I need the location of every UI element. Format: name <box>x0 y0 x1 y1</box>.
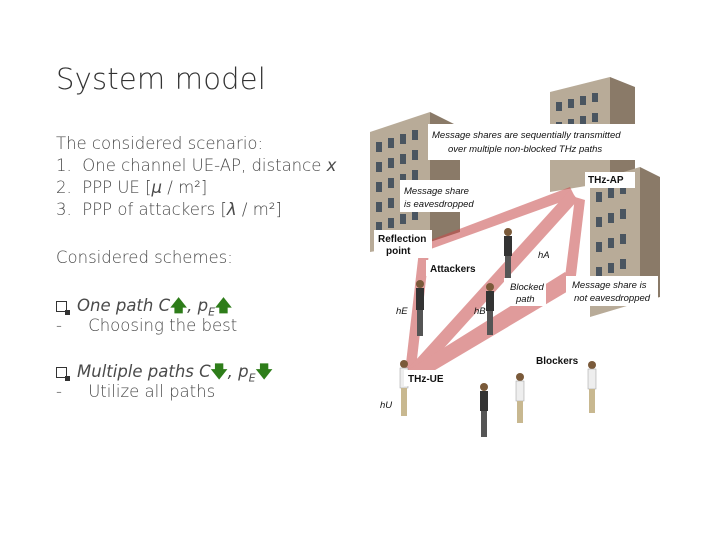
arrow-down-icon: 🡇 <box>210 362 228 381</box>
label-hU: hU <box>380 400 392 411</box>
scheme-2-sep: , p <box>227 362 249 381</box>
ap-callout <box>585 172 635 188</box>
scheme-2: Multiple paths C🡇, pE🡇 <box>56 360 273 388</box>
scenario-item-1: 1. One channel UE-AP, distance x <box>56 156 336 175</box>
scenario-heading: The considered scenario: <box>56 134 264 153</box>
label-reflection-2: point <box>386 246 411 257</box>
reflection-callout <box>374 230 432 258</box>
label-ap: THz-AP <box>588 175 624 186</box>
dash-bullet: - <box>56 316 62 335</box>
not-eaves-callout <box>566 276 658 306</box>
scheme-1-sep: , p <box>187 296 209 315</box>
label-hA: hA <box>538 250 550 261</box>
item-number: 1. <box>56 156 72 175</box>
slide-title: System model <box>56 62 267 96</box>
blocked-callout <box>504 278 546 306</box>
scheme-2-sub: E <box>248 371 256 385</box>
label-ue: THz-UE <box>408 374 444 385</box>
item-variable: λ <box>226 200 237 219</box>
label-top-1: Message shares are sequentially transmit… <box>432 130 621 141</box>
checkbox-bullet-icon <box>56 301 70 315</box>
item-number: 2. <box>56 178 72 197</box>
scheme-2-title: Multiple paths C <box>77 362 211 381</box>
scheme-1-title: One path C <box>77 296 171 315</box>
label-hB: hB <box>474 306 486 317</box>
label-attackers: Attackers <box>430 264 476 275</box>
label-blocked-2: path <box>515 294 535 305</box>
ue-figure-icon <box>399 360 409 416</box>
item-tail: / m²] <box>236 200 282 219</box>
label-top-2: over multiple non-blocked THz paths <box>448 144 602 155</box>
attacker-figure-icon <box>416 280 424 336</box>
item-text: One channel UE-AP, distance <box>82 156 327 175</box>
scheme-1: One path C🡅, pE🡅 <box>56 294 232 322</box>
scheme-1-detail: - Choosing the best <box>56 316 237 335</box>
dash-bullet: - <box>56 382 62 401</box>
label-blocked-1: Blocked <box>510 282 545 293</box>
item-number: 3. <box>56 200 72 219</box>
scheme-1-sub: E <box>208 305 216 319</box>
label-not-eaves-2: not eavesdropped <box>574 293 651 304</box>
attacker-figure-icon <box>486 283 494 335</box>
arrow-down-icon: 🡇 <box>255 362 273 381</box>
system-figure: Message shares are sequentially transmit… <box>370 77 660 437</box>
scheme-2-detail: - Utilize all paths <box>56 382 215 401</box>
scenario-item-2: 2. PPP UE [μ / m²] <box>56 178 207 197</box>
item-variable: μ <box>151 178 163 197</box>
attacker-figure-icon <box>480 383 488 437</box>
attackers-callout <box>426 260 486 276</box>
attacker-figure-icon <box>504 228 512 278</box>
label-eaves-2: is eavesdropped <box>404 199 474 210</box>
item-tail: / m²] <box>162 178 208 197</box>
scenario-item-3: 3. PPP of attackers [λ / m²] <box>56 200 282 219</box>
eaves-callout <box>400 180 488 212</box>
label-hE: hE <box>396 306 408 317</box>
top-callout <box>428 124 638 160</box>
label-not-eaves-1: Message share is <box>572 280 647 291</box>
blocker-figure-icon <box>587 361 597 413</box>
label-reflection-1: Reflection <box>378 234 426 245</box>
ue-callout <box>404 370 454 386</box>
schemes-heading: Considered schemes: <box>56 248 233 267</box>
arrow-up-icon: 🡅 <box>170 296 188 315</box>
label-eaves-1: Message share <box>404 186 469 197</box>
checkbox-bullet-icon <box>56 367 70 381</box>
scheme-2-detail-text: Utilize all paths <box>88 382 216 401</box>
arrow-up-icon: 🡅 <box>215 296 232 315</box>
item-text: PPP UE [ <box>82 178 152 197</box>
scheme-1-detail-text: Choosing the best <box>88 316 238 335</box>
item-text: PPP of attackers [ <box>82 200 227 219</box>
item-variable: x <box>326 156 337 175</box>
blocker-figure-icon <box>515 373 525 423</box>
label-blockers: Blockers <box>536 356 579 367</box>
